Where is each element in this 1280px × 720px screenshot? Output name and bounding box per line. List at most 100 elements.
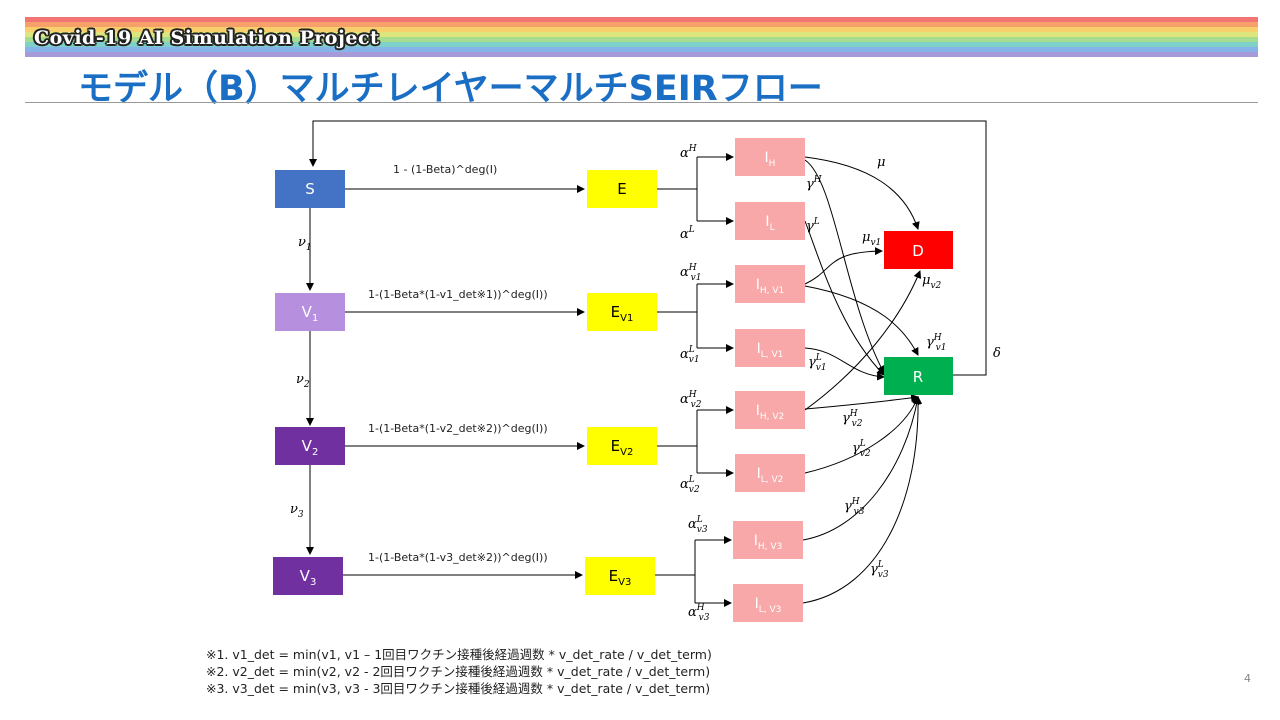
rate-mu-v2: μv2 [922,273,942,291]
svg-text:IL, V1: IL, V1 [757,341,784,360]
edge-ilv2-to-r [804,396,920,474]
node-ev3: EV3 [585,557,655,595]
svg-text:IH, V1: IH, V1 [756,277,785,296]
label-v3-e: 1-(1-Beta*(1-v3_det※2))^deg(I)) [368,551,548,564]
transmission-labels: 1 - (1-Beta)^deg(I) 1-(1-Beta*(1-v1_det※… [368,163,548,564]
footnotes: ※1. v1_det = min(v1, v1 – 1回目ワクチン接種後経過週数… [206,646,712,697]
node-ih-v1: IH, V1 [735,265,805,303]
edge-ilv3-to-r [802,396,923,604]
edge-r-to-s [309,120,987,376]
node-v3: V3 [273,557,343,595]
rate-nu1: ν1 [298,235,312,253]
svg-text:IL, V2: IL, V2 [757,466,784,485]
rainbow-stripe [25,32,1258,37]
svg-text:IL: IL [765,214,774,233]
label-s-e: 1 - (1-Beta)^deg(I) [393,163,497,176]
rainbow-stripe [25,37,1258,42]
node-ev2: EV2 [587,427,657,465]
edge-e-fork [657,156,732,222]
edge-ev3-fork [655,540,696,603]
svg-text:IH, V3: IH, V3 [754,533,783,552]
rate-alpha-h: αH [680,144,697,161]
rainbow-stripe [25,47,1258,52]
footnote-1: ※1. v1_det = min(v1, v1 – 1回目ワクチン接種後経過週数… [206,647,712,662]
node-ev1: EV1 [587,293,657,331]
node-r: R [884,357,953,395]
nodes: S V1 V2 V3 E EV1 EV2 EV3 IH IL IH, V1 IL… [273,138,953,622]
edge-ihv1-to-d [804,247,883,285]
node-il-v1: IL, V1 [735,329,805,367]
rainbow-stripe [25,52,1258,57]
svg-text:S: S [305,180,315,198]
svg-text:D: D [912,242,924,260]
label-v1-e: 1-(1-Beta*(1-v1_det※1))^deg(I)) [368,288,548,301]
rainbow-banner [25,17,1258,57]
node-il-v3: IL, V3 [733,584,803,622]
edge-ilv1-to-r [804,347,885,381]
edge-il-to-r [804,220,885,376]
node-il: IL [735,202,805,240]
edge-ihv2-to-d [804,270,922,411]
svg-text:EV1: EV1 [611,303,634,324]
svg-text:IH, V2: IH, V2 [756,403,785,422]
rate-gamma-l: γL [806,217,820,234]
svg-text:E: E [617,180,626,198]
rate-mu: μ [877,155,885,170]
node-ih-v3: IH, V3 [733,521,803,559]
node-ih-v2: IH, V2 [735,391,805,429]
node-s: S [275,170,345,208]
node-d: D [884,231,953,269]
svg-text:R: R [913,368,923,386]
project-brand: Covid-19 AI Simulation Project [34,27,380,49]
footnote-2: ※2. v2_det = min(v2, v2 - 2回目ワクチン接種後経過週数… [206,664,711,679]
edge-ih-to-r [804,159,885,374]
rainbow-stripe [25,42,1258,47]
rate-nu2: ν2 [296,372,310,390]
rate-gamma-h: γH [806,175,822,192]
svg-text:EV3: EV3 [609,567,632,588]
svg-text:IH: IH [765,150,776,169]
edge-ev1-fork [657,284,698,348]
edge-ev2-fork [657,410,698,473]
rainbow-stripe [25,27,1258,32]
edge-ihv3-to-r [802,396,921,541]
label-v2-e: 1-(1-Beta*(1-v2_det※2))^deg(I)) [368,422,548,435]
title-divider [25,102,1258,103]
node-il-v2: IL, V2 [735,454,805,492]
node-v2: V2 [275,427,345,465]
rainbow-stripe [25,22,1258,27]
svg-text:V2: V2 [302,437,319,458]
rate-delta: δ [993,346,1001,361]
svg-text:V1: V1 [302,303,319,324]
edge-ih-to-d [804,156,920,230]
footnote-3: ※3. v3_det = min(v3, v3 - 3回目ワクチン接種後経過週数… [206,681,711,696]
rate-nu3: ν3 [290,502,304,520]
node-ih: IH [735,138,805,176]
svg-text:V3: V3 [300,567,317,588]
rainbow-stripe [25,17,1258,22]
svg-text:IL, V3: IL, V3 [755,596,782,615]
rate-mu-v1: μv1 [862,230,881,248]
edge-ihv2-to-r [804,393,919,410]
node-v1: V1 [275,293,345,331]
svg-text:EV2: EV2 [611,437,634,458]
page-number: 4 [1244,672,1251,685]
node-e: E [587,170,657,208]
rate-alpha-l: αL [680,225,695,242]
edge-ihv1-to-r [804,285,919,356]
flow-edges [306,120,987,607]
